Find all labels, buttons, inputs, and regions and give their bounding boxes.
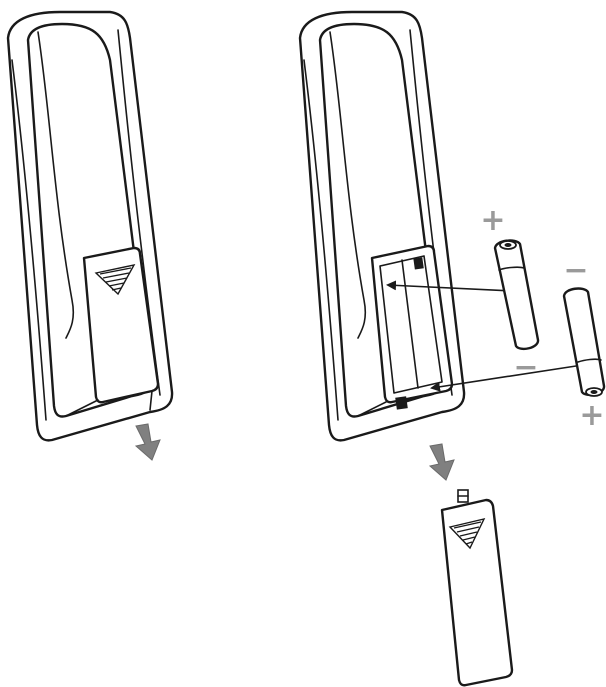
remote-closed [6,10,174,442]
triangle-marker-icon [94,264,136,296]
battery-bottom [562,287,606,397]
remote-closed-cover-bottom-edge [65,399,99,417]
battery-bottom-negative-symbol: − [563,253,588,288]
battery-compartment-inner [379,255,443,394]
remote-open [298,10,466,442]
remote-closed-grip-curve [37,31,75,339]
remote-closed-cover-bottom-edge-2 [149,390,153,411]
triangle-marker-icon [448,517,486,550]
triangle-marker-hatch [99,267,132,291]
remote-closed-side-curve [11,59,47,421]
remote-open-bottom-edge [357,401,387,417]
battery-top-terminal-nub [504,243,512,247]
spring-contact-top [413,257,424,270]
remote-closed-battery-cover [82,246,160,404]
remote-open-side-curve [303,59,339,421]
down-arrow-icon [134,423,161,461]
battery-cover-removed-body [440,498,514,687]
spring-contact-bottom [395,396,408,410]
battery-top-band [498,266,525,271]
battery-top-positive-symbol: + [480,203,505,238]
battery-compartment-divider [401,259,419,389]
battery-top-body [493,239,540,351]
insert-arrow-icon [430,365,577,392]
battery-bottom-terminal-nub [590,390,598,394]
insert-arrow-icon [386,280,515,292]
battery-bottom-positive-symbol: + [579,398,604,433]
battery-cover-removed [440,489,514,687]
triangle-marker-hatch [453,521,482,545]
battery-bottom-body [562,287,606,397]
down-arrow-icon [428,443,455,481]
remote-open-grip-curve [329,31,367,339]
battery-top [493,239,540,351]
battery-top-negative-symbol: − [513,350,538,385]
battery-bottom-band [577,358,602,363]
